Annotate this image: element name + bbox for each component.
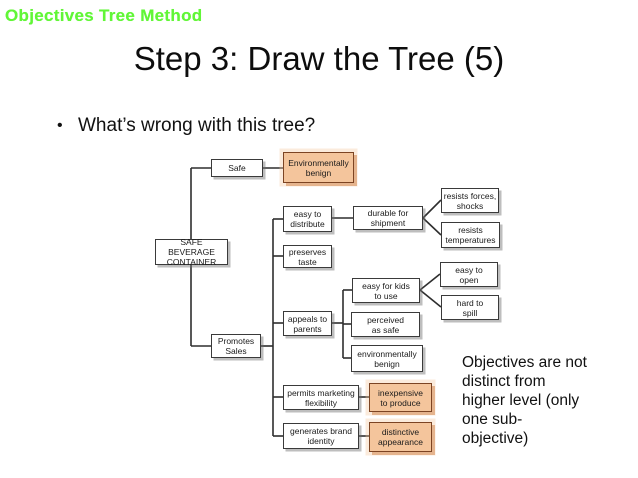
- tree-node-appeals-to-parents: appeals to parents: [283, 311, 332, 336]
- bullet-marker: •: [57, 117, 63, 134]
- annotation-text: Objectives are not distinct from higher …: [462, 354, 587, 447]
- tree-node-hard-to-spill: hard to spill: [441, 295, 499, 320]
- tree-node-resists-forces-shocks: resists forces, shocks: [441, 188, 499, 213]
- tree-node-generates-brand-identity: generates brand identity: [283, 423, 359, 449]
- tree-node-safe: Safe: [211, 159, 263, 177]
- tree-node-inexpensive-to-produce: inexpensive to produce: [369, 383, 432, 412]
- tree-node-preserves-taste: preserves taste: [283, 245, 332, 268]
- tree-node-promotes-sales: Promotes Sales: [211, 334, 261, 358]
- slide-header-label: Objectives Tree Method: [5, 6, 203, 25]
- bullet-text: What’s wrong with this tree?: [78, 115, 316, 136]
- tree-node-distinctive-appearance: distinctive appearance: [369, 422, 432, 452]
- tree-node-easy-to-distribute: easy to distribute: [283, 206, 332, 232]
- tree-node-environmentally-benign-2: environmentally benign: [351, 345, 423, 372]
- tree-node-durable-for-shipment: durable for shipment: [353, 206, 423, 230]
- tree-node-permits-marketing-flexibility: permits marketing flexibility: [283, 385, 359, 410]
- tree-node-resists-temperatures: resists temperatures: [441, 222, 500, 248]
- bullet-item: • What’s wrong with this tree?: [57, 115, 477, 137]
- tree-node-easy-for-kids-to-use: easy for kids to use: [352, 278, 420, 303]
- tree-node-safe-beverage-container: SAFE BEVERAGE CONTAINER: [155, 237, 228, 267]
- page-title: Step 3: Draw the Tree (5): [133, 40, 505, 77]
- tree-node-perceived-as-safe: perceived as safe: [351, 312, 420, 337]
- tree-node-environmentally-benign-1: Environmentally benign: [283, 152, 354, 183]
- tree-node-easy-to-open: easy to open: [440, 262, 498, 287]
